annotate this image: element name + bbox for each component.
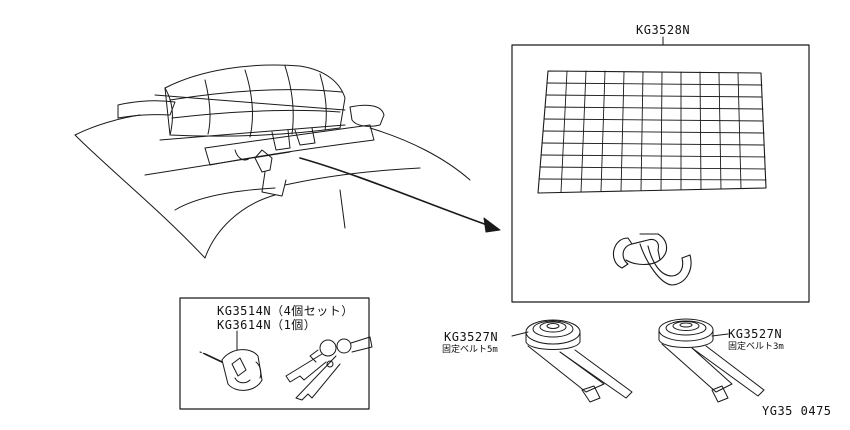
belt-5m-description: 固定ベルト5m [442,345,498,355]
cargo-net-illustration [537,70,767,194]
belt-3m-description: 固定ベルト3m [728,342,784,352]
arrow-to-net [299,157,501,233]
net-hook-illustration [612,233,692,286]
belt-3m-illustration [658,318,765,403]
belt-5m-part-number: KG3527N [444,330,499,344]
car-roof-illustration [74,64,471,259]
lock-part-number-single: KG3614N（1個） [217,318,317,332]
belt-3m-part-number: KG3527N [728,327,783,341]
figure-code: YG35 0475 [762,404,832,418]
lock-box [179,297,373,410]
lock-part-number-set4: KG3514N（4個セット） [217,304,354,318]
net-box [511,36,810,303]
net-part-number: KG3528N [636,23,691,37]
lock-illustration [199,349,263,391]
keys-illustration [285,336,373,401]
belt-5m-illustration [511,319,633,403]
